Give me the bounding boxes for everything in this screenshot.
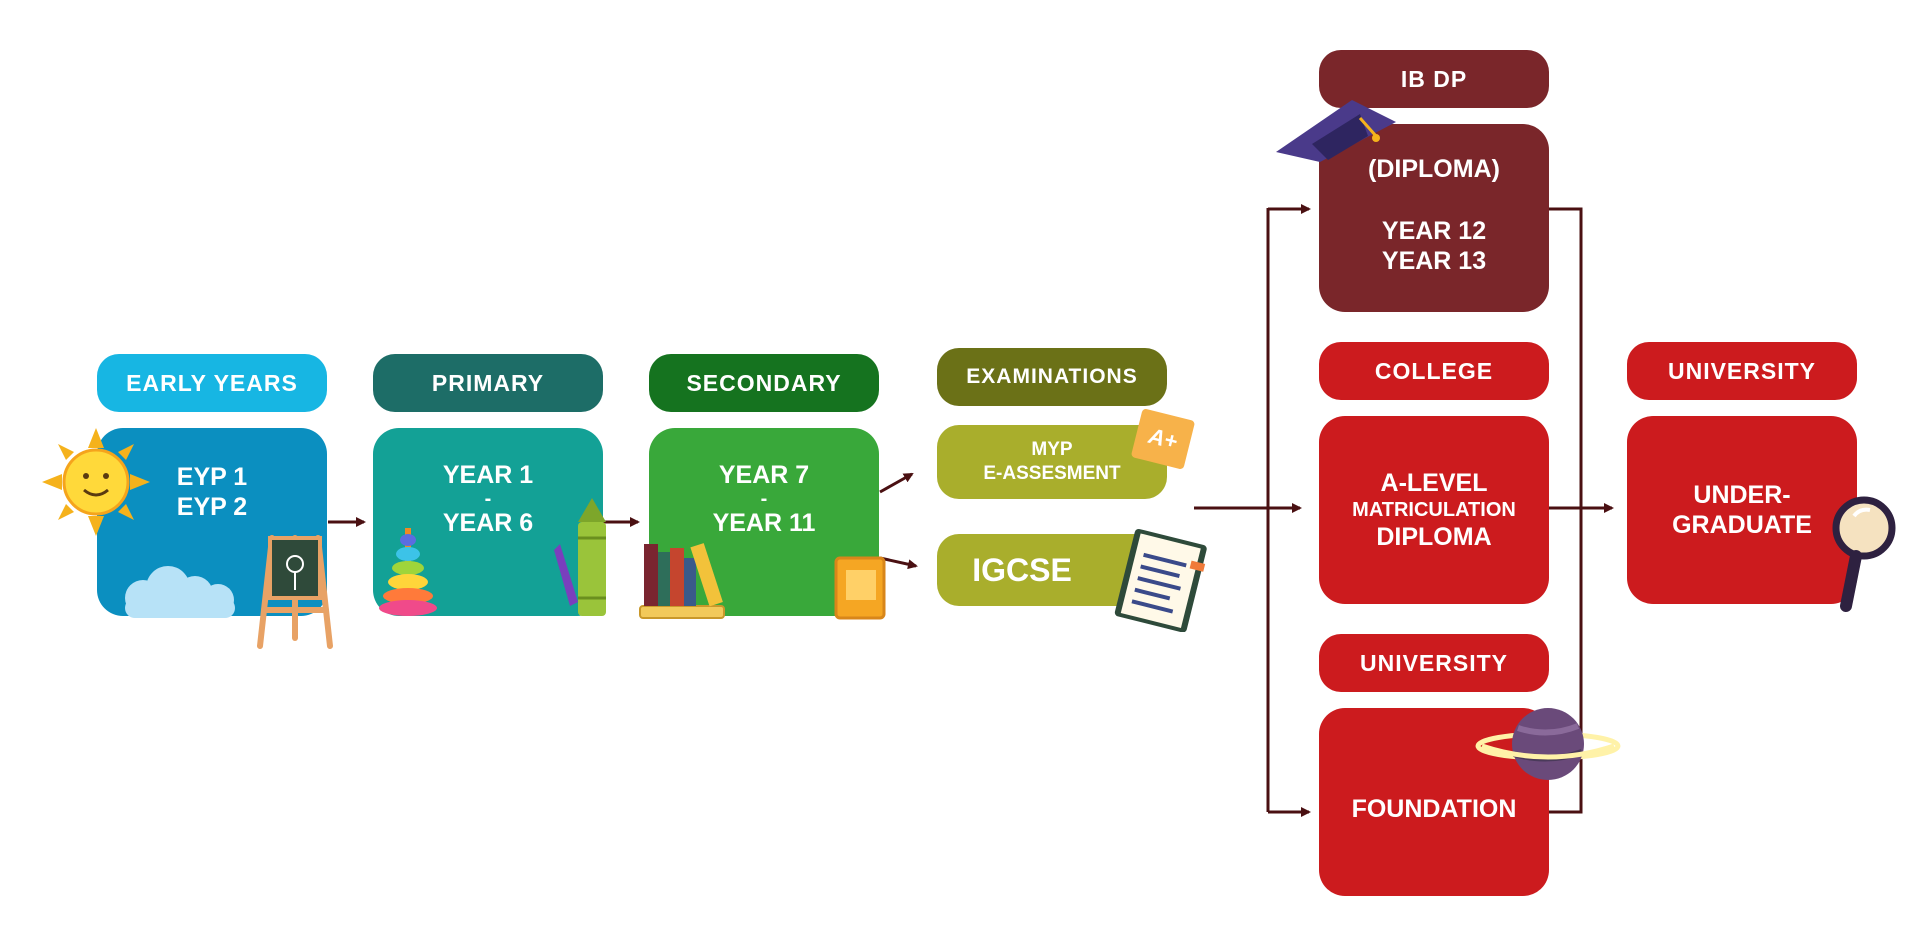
ibdp-line1: (DIPLOMA)	[1368, 155, 1500, 183]
ibdp-card: (DIPLOMA) YEAR 12 YEAR 13	[1319, 124, 1549, 312]
ibdp-label: IB DP	[1319, 50, 1549, 108]
secondary-line1: YEAR 7	[718, 461, 810, 489]
primary-label: PRIMARY	[373, 354, 603, 412]
arrow-secondary-to-myp	[879, 472, 914, 494]
college-line3: DIPLOMA	[1376, 523, 1492, 551]
university-label: UNIVERSITY	[1627, 342, 1857, 400]
myp-e-assessment-card: MYP E-ASSESMENT	[937, 425, 1167, 499]
university-line2: GRADUATE	[1672, 511, 1812, 539]
examinations-label: EXAMINATIONS	[937, 348, 1167, 406]
book-icon	[834, 556, 886, 620]
ibdp-line2: YEAR 12	[1381, 217, 1487, 245]
crayon-icon	[554, 498, 606, 616]
early-years-label: EARLY YEARS	[97, 354, 327, 412]
sun-icon	[42, 428, 150, 536]
ibdp-line3: YEAR 13	[1381, 247, 1487, 275]
document-icon	[1114, 528, 1207, 632]
primary-line2: -	[484, 488, 492, 510]
cloud-icon	[125, 566, 235, 618]
college-line1: A-LEVEL	[1380, 469, 1488, 497]
secondary-line2: -	[760, 488, 768, 510]
igcse-text: IGCSE	[972, 552, 1072, 588]
college-card: A-LEVEL MATRICULATION DIPLOMA	[1319, 416, 1549, 604]
college-label: COLLEGE	[1319, 342, 1549, 400]
arrow-secondary-to-igcse	[879, 556, 918, 570]
early-years-line2: EYP 2	[176, 493, 248, 521]
ring-stacker-icon	[379, 528, 437, 616]
books-icon	[639, 543, 725, 619]
college-line2: MATRICULATION	[1352, 499, 1516, 521]
primary-line1: YEAR 1	[442, 461, 534, 489]
easel-icon	[257, 535, 333, 649]
university-line1: UNDER-	[1693, 481, 1791, 509]
primary-line3: YEAR 6	[442, 509, 534, 537]
early-years-line1: EYP 1	[176, 463, 248, 491]
grade-badge-text: A+	[1146, 422, 1181, 455]
secondary-line3: YEAR 11	[712, 509, 816, 537]
planet-icon	[1475, 708, 1621, 780]
graduation-cap-icon	[1276, 100, 1396, 162]
foundation-line1: FOUNDATION	[1351, 795, 1517, 823]
foundation-label: UNIVERSITY	[1319, 634, 1549, 692]
myp-line2: E-ASSESMENT	[983, 463, 1121, 484]
myp-line1: MYP	[1031, 439, 1073, 460]
merge-line	[1548, 207, 1583, 814]
university-card: UNDER- GRADUATE	[1627, 416, 1857, 604]
secondary-label: SECONDARY	[649, 354, 879, 412]
magnifier-icon	[1832, 496, 1896, 612]
foundation-card: FOUNDATION	[1319, 708, 1549, 896]
